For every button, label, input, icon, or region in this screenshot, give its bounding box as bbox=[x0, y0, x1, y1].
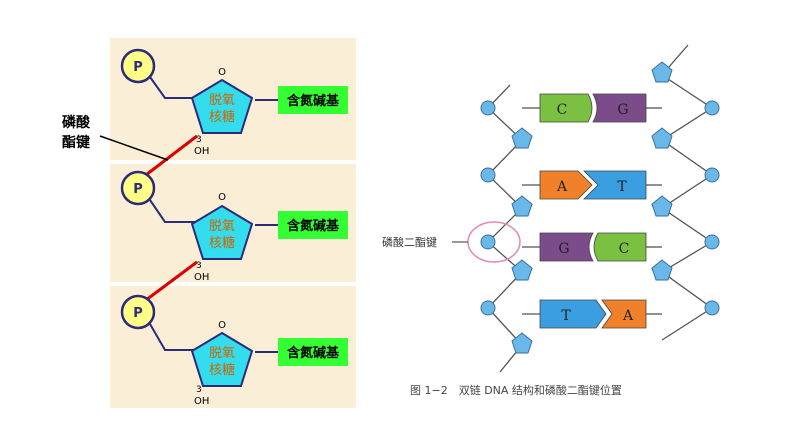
base-letter-left: A bbox=[556, 179, 568, 195]
bond-label-line2: 酯键 bbox=[62, 134, 91, 151]
sugar-label-line2: 核糖 bbox=[209, 109, 235, 125]
left-backbone bbox=[487, 84, 523, 373]
nucleotide-unit-1: P O 脱氧 核糖 3 OH 含氮碱基 bbox=[120, 48, 348, 157]
base-label: 含氮碱基 bbox=[286, 93, 340, 109]
base-box bbox=[278, 86, 348, 114]
phosphate-node bbox=[480, 234, 496, 250]
sugar-pentagon bbox=[190, 78, 254, 134]
base-pair-4: T A bbox=[539, 299, 647, 329]
phosphate-node bbox=[704, 167, 720, 183]
phosphate-circle bbox=[120, 48, 156, 84]
sugar-label-line1: 脱氧 bbox=[209, 219, 235, 234]
sugar-pentagon bbox=[511, 332, 533, 354]
p-sugar-link bbox=[149, 76, 198, 99]
base-block-right bbox=[601, 299, 647, 329]
sugar-label-line1: 脱氧 bbox=[209, 93, 235, 108]
base-letter-right: A bbox=[622, 308, 634, 324]
hydroxyl-label: OH bbox=[194, 396, 209, 407]
phosphate-label: P bbox=[133, 306, 143, 321]
phosphate-node bbox=[704, 234, 720, 250]
base-block-left bbox=[539, 299, 607, 329]
sugar-pentagon bbox=[651, 195, 673, 217]
phosphate-node bbox=[704, 300, 720, 316]
nucleotide-unit-2: P O 脱氧 核糖 3 OH 含氮碱基 bbox=[120, 170, 348, 283]
sugar-pentagon bbox=[190, 331, 254, 387]
ring-oxygen-label: O bbox=[218, 67, 226, 78]
base-letter-right: G bbox=[617, 102, 628, 118]
base-letter-left: G bbox=[558, 241, 569, 257]
base-box bbox=[278, 338, 348, 366]
phosphodiester-label: 磷酸二酯键 bbox=[382, 235, 437, 249]
p-sugar-link bbox=[149, 199, 198, 223]
sugar-label-line2: 核糖 bbox=[209, 235, 235, 251]
carbon-number: 3 bbox=[196, 385, 202, 395]
sugar-pentagon bbox=[651, 259, 673, 281]
ester-bond-1 bbox=[137, 134, 198, 183]
base-letter-left: C bbox=[557, 102, 568, 118]
nucleotide-unit-3: P O 脱氧 核糖 3 OH 含氮碱基 bbox=[120, 294, 348, 407]
carbon-number: 3 bbox=[196, 261, 202, 271]
phosphate-node bbox=[480, 167, 496, 183]
sugar-pentagon bbox=[511, 195, 533, 217]
phosphate-circle bbox=[120, 294, 156, 330]
base-block-right bbox=[593, 232, 647, 262]
carbon-number: 3 bbox=[196, 135, 202, 145]
base-letter-left: T bbox=[561, 308, 571, 324]
sugar-label-line2: 核糖 bbox=[209, 362, 235, 378]
right-backbone bbox=[660, 44, 714, 341]
base-block-right bbox=[583, 170, 647, 200]
phosphate-node bbox=[480, 300, 496, 316]
ring-oxygen-label: O bbox=[218, 192, 226, 203]
figure-caption: 图 1−2 双链 DNA 结构和磷酸二酯键位置 bbox=[410, 383, 622, 397]
hydroxyl-label: OH bbox=[194, 146, 209, 157]
ring-oxygen-label: O bbox=[218, 320, 226, 331]
base-pair-1: C G bbox=[539, 93, 647, 123]
sugar-label-line1: 脱氧 bbox=[209, 346, 235, 361]
hydroxyl-label: OH bbox=[194, 272, 209, 283]
phosphate-label: P bbox=[133, 60, 143, 75]
sugar-pentagon bbox=[511, 127, 533, 149]
phosphate-circle bbox=[120, 170, 156, 206]
sugar-pentagon bbox=[651, 61, 673, 83]
base-box bbox=[278, 211, 348, 239]
phosphate-node bbox=[480, 100, 496, 116]
base-block-left bbox=[539, 170, 593, 200]
base-pair-3: G C bbox=[539, 232, 647, 262]
base-letter-right: T bbox=[617, 179, 627, 195]
base-label: 含氮碱基 bbox=[286, 345, 340, 361]
bond-label-pointer bbox=[99, 135, 169, 161]
bond-label-line1: 磷酸 bbox=[62, 114, 91, 131]
phosphate-label: P bbox=[133, 182, 143, 197]
base-block-left bbox=[539, 93, 593, 123]
base-pair-2: A T bbox=[539, 170, 647, 200]
double-strand-diagram: C G A T G C T A 磷酸二酯键 图 1−2 双链 DN bbox=[382, 44, 720, 397]
p-sugar-link bbox=[149, 323, 198, 351]
base-block-left bbox=[539, 232, 594, 262]
base-letter-right: C bbox=[619, 241, 630, 257]
base-block-right bbox=[592, 93, 647, 123]
sugar-pentagon bbox=[651, 127, 673, 149]
base-label: 含氮碱基 bbox=[286, 218, 340, 234]
phosphate-node bbox=[704, 100, 720, 116]
sugar-pentagon bbox=[190, 204, 254, 260]
sugar-pentagon bbox=[511, 259, 533, 281]
